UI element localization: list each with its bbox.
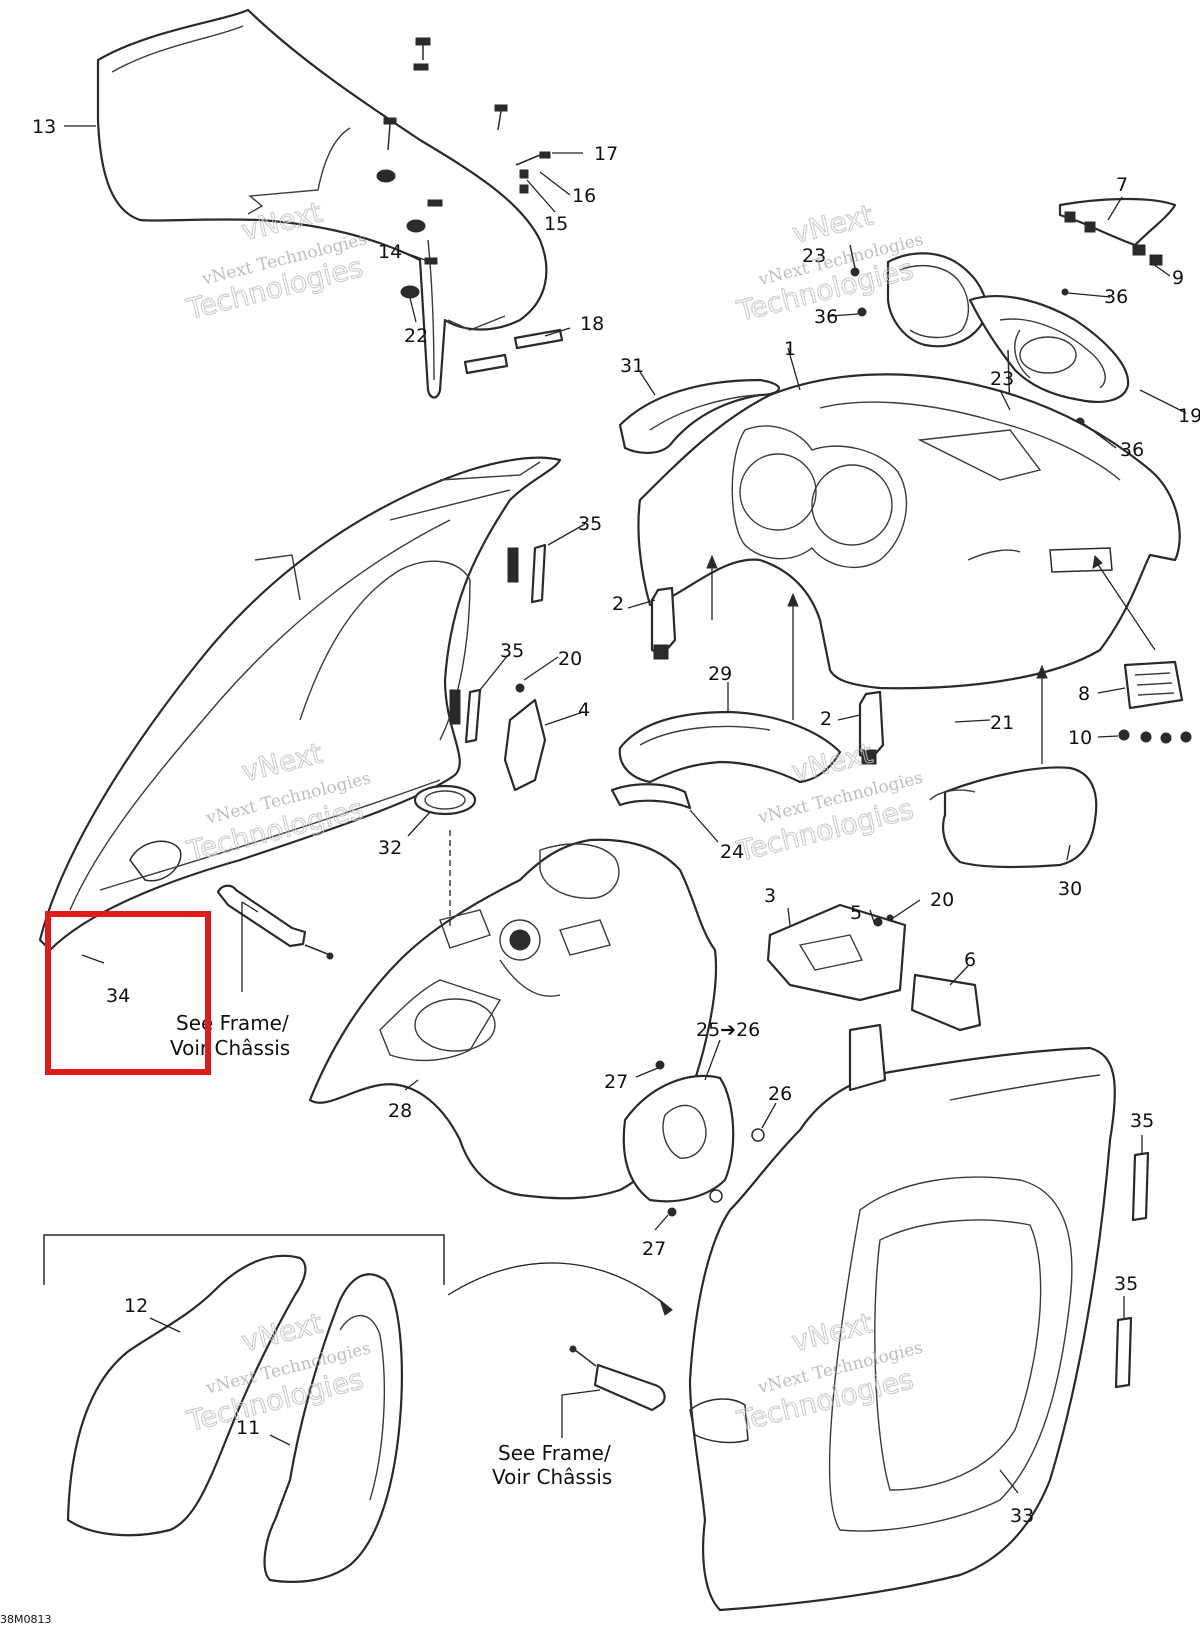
side-panel-part-34 [38,456,562,952]
assembly-arrows [449,554,1156,930]
callout-14: 14 [378,241,402,263]
callout-21: 21 [990,712,1014,734]
callout-33: 33 [1010,1505,1034,1527]
see-frame-note-b-line2: Voir Châssis [492,1465,612,1489]
callout-36-c: 36 [1120,439,1144,461]
see-frame-note-a-line1: See Frame/ [176,1011,289,1035]
callout-29: 29 [708,663,732,685]
callout-4: 4 [578,699,590,721]
callout-23-b: 23 [990,368,1014,390]
callout-26: 26 [768,1083,792,1105]
bracket-part-4 [503,683,547,792]
callout-10: 10 [1068,727,1092,749]
watermark-b-line2: vNext [789,198,876,250]
callout-1: 1 [784,338,796,360]
inset-arrow [447,1262,673,1311]
callout-35-d: 35 [1114,1273,1138,1295]
tank-cover-part-28 [308,838,718,1200]
highlight-box-callout-34 [45,911,211,1075]
callout-17: 17 [594,143,618,165]
trim-part-29 [618,710,842,784]
callout-28: 28 [388,1100,412,1122]
gauge-support-fasteners [849,197,1177,427]
callout-2-b: 2 [820,708,832,730]
latch-assembly-frame-b [569,1345,666,1412]
trim-part-24 [610,783,692,810]
callout-20-b: 20 [930,889,954,911]
callout-35-a: 35 [578,513,602,535]
callout-2-a: 2 [612,593,624,615]
latch-assembly-frame-a [216,884,334,960]
trim-strips-part-35-right [1114,1151,1150,1389]
callout-7: 7 [1116,174,1128,196]
grommet-part-32 [413,784,477,816]
windshield-part-13 [96,8,548,399]
see-frame-note-a-line2: Voir Châssis [170,1036,290,1060]
callout-8: 8 [1078,683,1090,705]
inset-arrow-head [658,1298,673,1316]
trim-strips-part-35-upper [449,543,547,744]
callout-5: 5 [850,902,862,924]
callout-labels: 13 17 16 15 14 22 18 7 9 36 36 36 23 19 … [32,116,1200,1527]
frame-reference-notes: See Frame/ Voir Châssis See Frame/ Voir … [170,1011,612,1489]
see-frame-note-b-line1: See Frame/ [498,1441,611,1465]
callout-27-a: 27 [604,1071,628,1093]
gauge-support-part-23 [886,252,1130,403]
callout-23-a: 23 [802,245,826,267]
callout-11: 11 [236,1417,260,1439]
side-trim-part-31 [618,378,781,454]
callout-20-a: 20 [558,648,582,670]
inset-box [43,1234,445,1583]
callout-19: 19 [1178,405,1200,427]
callout-36-a: 36 [1104,286,1128,308]
callout-32: 32 [378,837,402,859]
windshield-fasteners [376,37,564,375]
callout-31: 31 [620,355,644,377]
bracket-part-3-6 [766,903,982,1032]
callout-22: 22 [404,325,428,347]
drawing-reference-code: 38M0813 [0,1613,51,1626]
callout-36-b: 36 [814,306,838,328]
callout-3: 3 [764,885,776,907]
callout-12: 12 [124,1295,148,1317]
upper-fairing-part-1 [637,373,1181,690]
callout-18: 18 [580,313,604,335]
bracket-part-25 [622,1060,765,1217]
callout-15: 15 [544,213,568,235]
latch-part-2-a [650,586,677,660]
vent-part-8 [1123,660,1184,710]
callout-34: 34 [106,985,130,1007]
callout-leaders [64,125,1187,1494]
callout-6: 6 [964,949,976,971]
callout-9: 9 [1172,267,1184,289]
cover-part-30 [929,766,1098,869]
callout-24: 24 [720,841,744,863]
callout-25-26: 25➔26 [696,1019,760,1041]
side-panel-part-33 [688,1023,1116,1612]
latch-part-2-b [858,690,885,765]
callout-16: 16 [572,185,596,207]
callout-13: 13 [32,116,56,138]
callout-35-c: 35 [1130,1110,1154,1132]
fasteners-part-10 [1118,729,1192,744]
callout-35-b: 35 [500,640,524,662]
callout-30: 30 [1058,878,1082,900]
callout-27-b: 27 [642,1238,666,1260]
